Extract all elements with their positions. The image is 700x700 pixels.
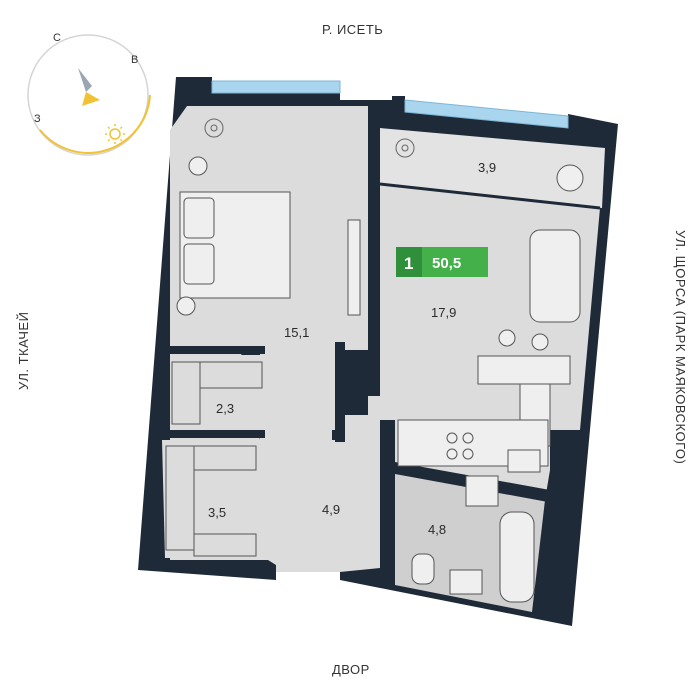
bar-stool: [531, 333, 549, 351]
living-area: 17,9: [431, 305, 456, 320]
wall-bed-living: [368, 106, 380, 396]
compass-ring: [27, 34, 149, 156]
wall-hall-bath: [380, 420, 395, 570]
washing-machine-icon: [465, 475, 499, 507]
stove-icon: [446, 432, 474, 460]
nightstand-lamp-bottom: [176, 296, 196, 316]
compass-east-label: В: [131, 54, 138, 66]
shelving-wardrobe: [165, 445, 257, 557]
wall-storage-bottom: [160, 430, 265, 438]
street-label-top: Р. ИСЕТЬ: [322, 22, 384, 37]
bathtub-icon: [499, 511, 535, 603]
balcony-floor: [380, 128, 605, 208]
compass-north-label: С: [53, 32, 61, 44]
compass-west-label: З: [34, 113, 41, 125]
toilet-icon: [411, 553, 435, 585]
plant-icon: [395, 138, 415, 158]
wall-balcony: [379, 182, 601, 210]
armchair: [556, 164, 584, 192]
storage-area: 2,3: [216, 401, 234, 416]
street-label-bottom: ДВОР: [332, 662, 370, 677]
bar-counter: [477, 355, 571, 385]
balcony-area: 3,9: [478, 160, 496, 175]
bathroom-area: 4,8: [428, 522, 446, 537]
window-bedroom: [211, 80, 341, 94]
wardrobe-floor: [162, 440, 258, 558]
sink-icon: [507, 449, 541, 473]
bedroom-area: 15,1: [284, 325, 309, 340]
sun-arc: [39, 94, 151, 154]
plant-icon: [204, 118, 224, 138]
nightstand-lamp-top: [188, 156, 208, 176]
room-count: 1: [404, 254, 413, 273]
wall-storage-top: [160, 346, 265, 354]
compass: С В З: [27, 32, 151, 156]
bar-stool: [498, 329, 516, 347]
sofa: [529, 229, 581, 323]
window-balcony: [404, 99, 569, 129]
compass-needle-north: [78, 68, 92, 92]
wall-bed-hall: [335, 342, 345, 442]
storage-floor: [170, 355, 265, 430]
total-area: 50,5: [432, 255, 461, 272]
wardrobe-area: 3,5: [208, 505, 226, 520]
room-count-badge: 1 50,5: [396, 247, 488, 277]
hall-floor: [268, 440, 380, 572]
shelving-storage: [171, 361, 263, 425]
bed: [179, 191, 291, 299]
tv-unit: [347, 219, 361, 316]
washbasin-icon: [449, 569, 483, 595]
hall-area: 4,9: [322, 502, 340, 517]
compass-needle-south: [82, 92, 100, 106]
sun-icon: [105, 124, 125, 144]
